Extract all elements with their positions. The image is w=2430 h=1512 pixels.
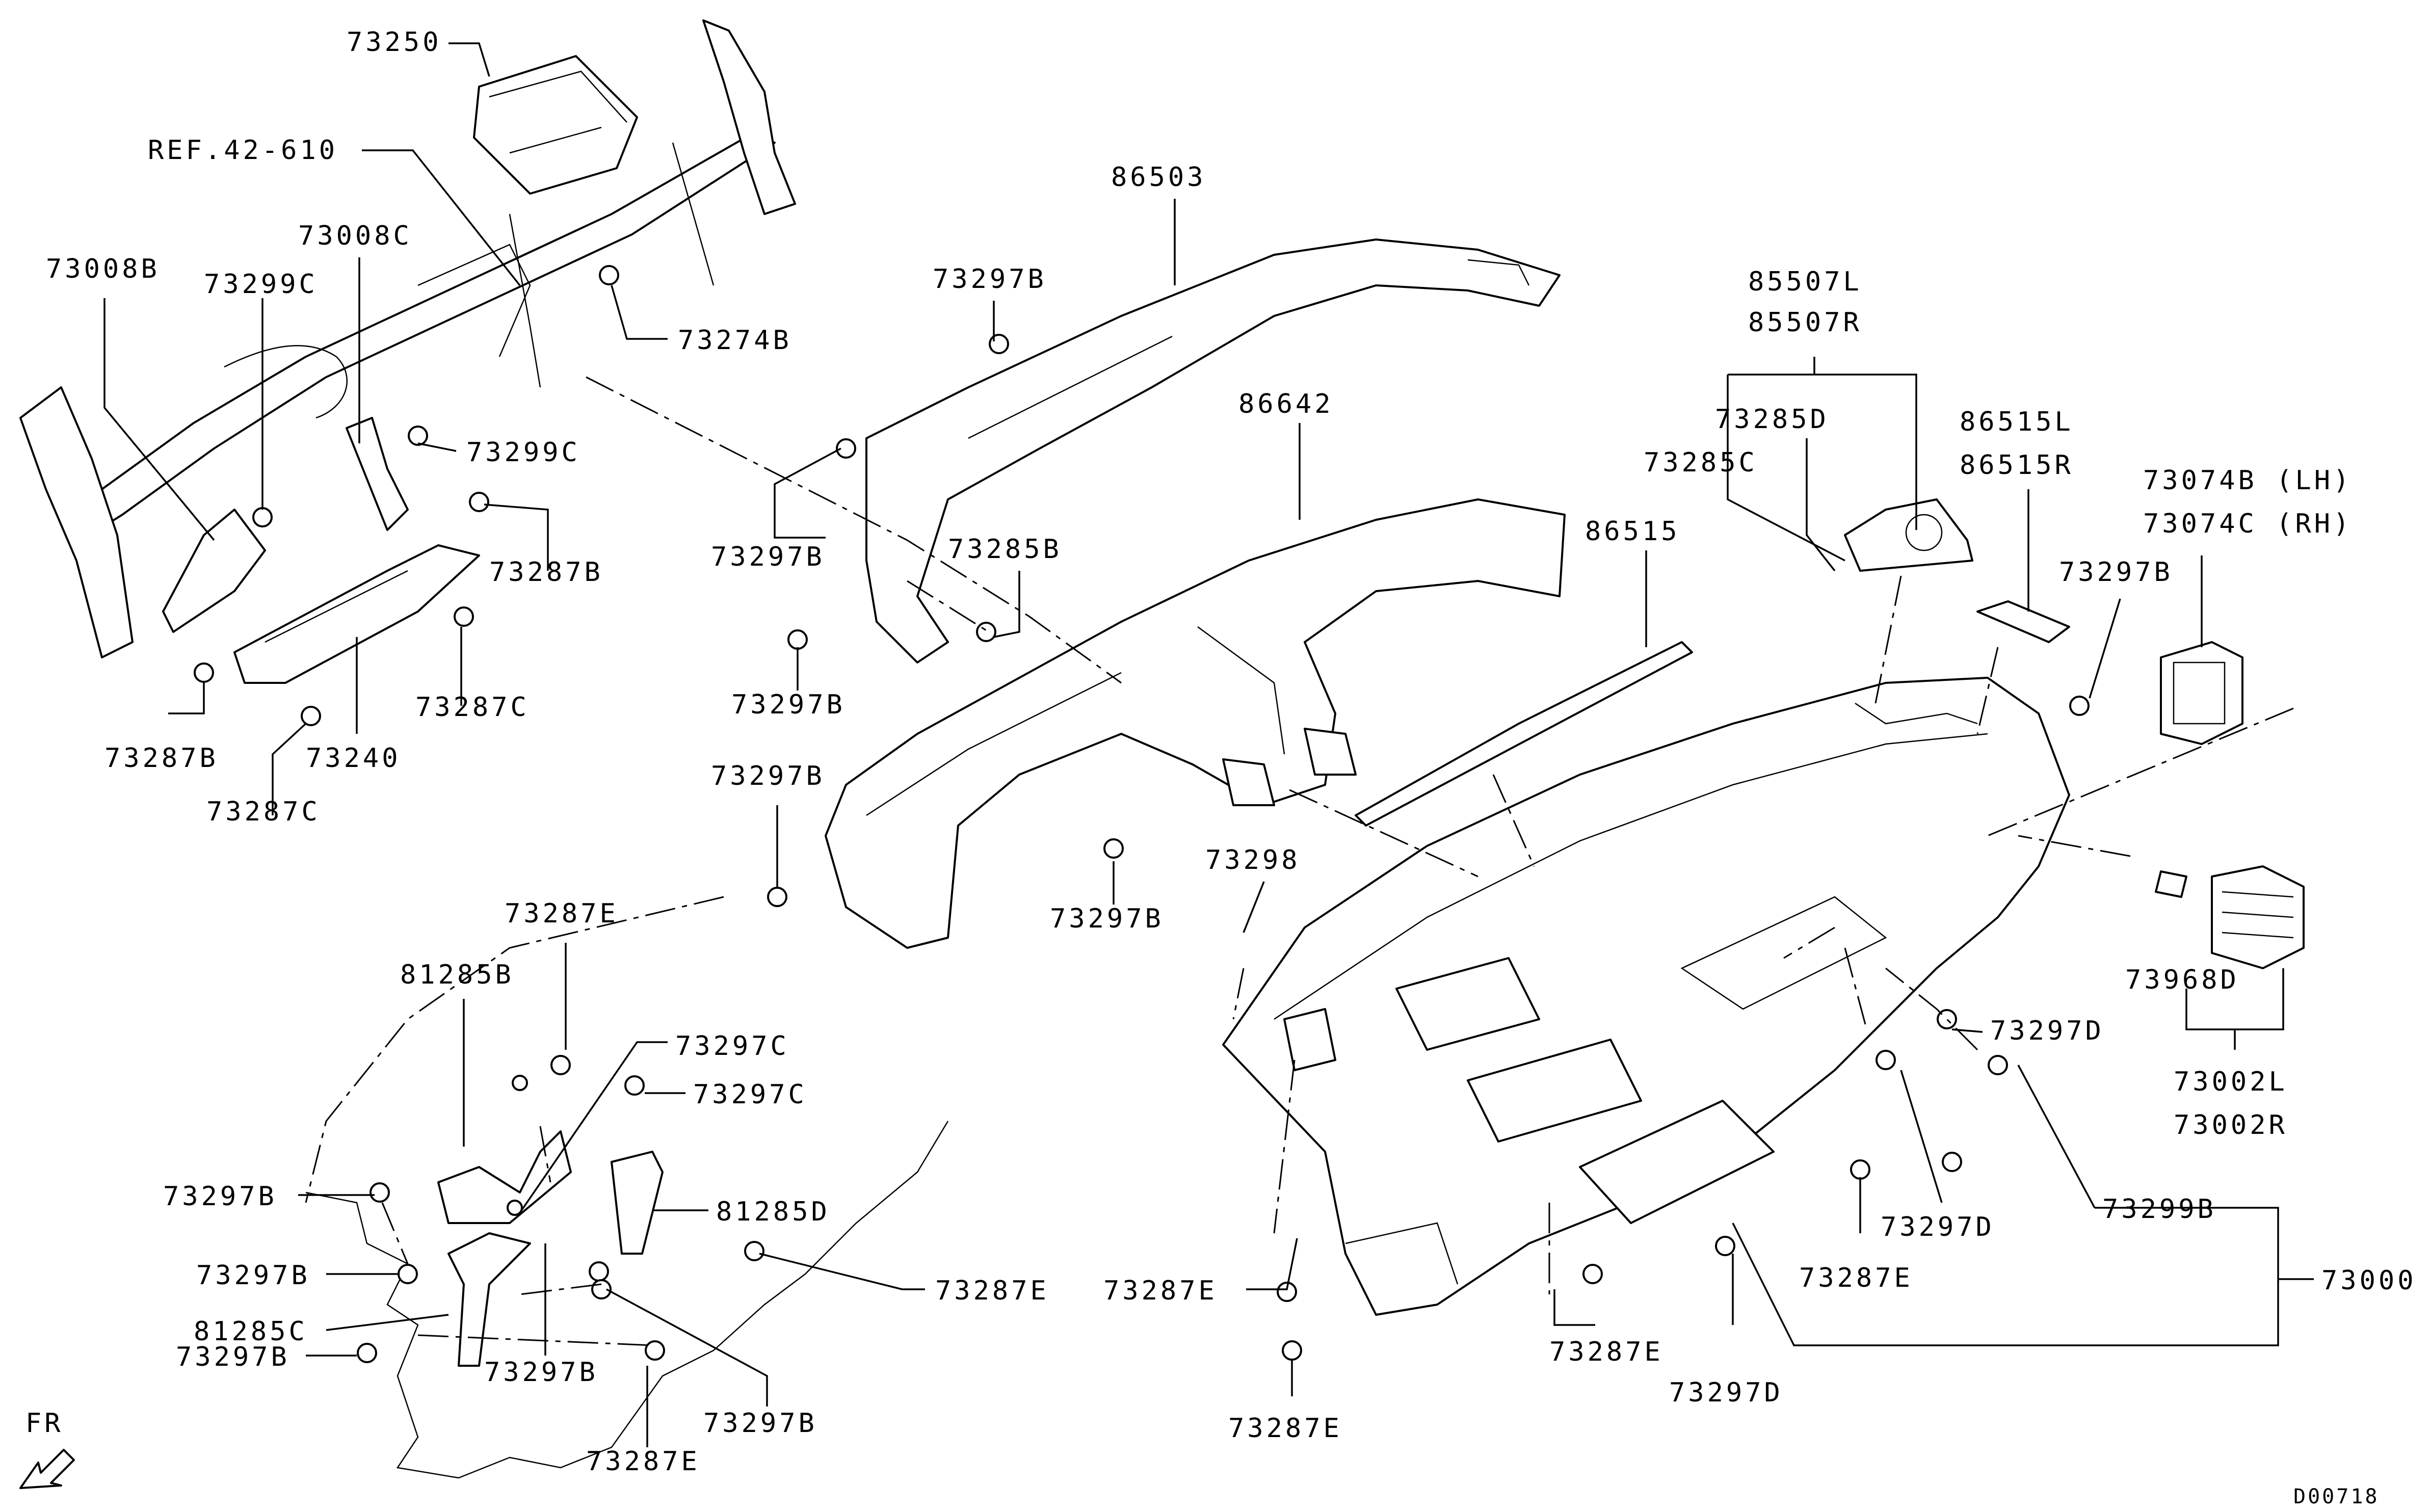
label-73287c-a: 73287C xyxy=(415,692,530,723)
label-73297b-11: 73297B xyxy=(703,1408,817,1439)
label-73287e-f-top: 73287E xyxy=(505,898,619,929)
fr-label: FR xyxy=(25,1408,64,1439)
label-73285c: 73285C xyxy=(1644,447,1758,478)
label-73240: 73240 xyxy=(306,743,401,774)
label-73008c: 73008C xyxy=(298,221,412,251)
label-73074b: 73074B (LH) xyxy=(2143,465,2352,496)
label-73008b: 73008B xyxy=(46,254,160,284)
label-73297b-2: 73297B xyxy=(711,542,825,572)
label-73287e-b: 73287E xyxy=(1799,1263,1913,1293)
side-defroster-vent xyxy=(1976,600,2070,643)
label-86515: 86515 xyxy=(1585,516,1680,547)
label-73299b: 73299B xyxy=(2102,1194,2216,1225)
label-73287e-d: 73287E xyxy=(1228,1413,1342,1444)
label-73287b-a: 73287B xyxy=(489,557,603,588)
front-direction-indicator: FR xyxy=(19,1408,75,1489)
label-73297b-8: 73297B xyxy=(196,1260,310,1291)
label-86642: 86642 xyxy=(1238,389,1334,419)
label-86515r: 86515R xyxy=(1960,450,2074,481)
part-labels: 73250 REF.42-610 73008B 73299C 73008C 73… xyxy=(46,27,2417,1477)
label-73297b-4: 73297B xyxy=(711,761,825,791)
label-86503: 86503 xyxy=(1111,162,1206,193)
alignment-lines xyxy=(305,376,2294,1346)
front-arrow-icon xyxy=(19,1449,75,1489)
center-vent-duct xyxy=(825,498,1566,949)
label-73298: 73298 xyxy=(1205,845,1301,876)
label-73299c-a: 73299C xyxy=(204,269,318,300)
label-73285d: 73285D xyxy=(1715,404,1829,435)
speaker-cover xyxy=(1844,498,1973,572)
label-73297c-b: 73297C xyxy=(693,1079,807,1110)
label-73297d-b: 73297D xyxy=(1881,1212,1995,1242)
label-ref-42-610: REF.42-610 xyxy=(148,135,338,166)
label-85507r: 85507R xyxy=(1748,307,1862,338)
label-73287e-g: 73287E xyxy=(586,1446,700,1477)
label-73297c-a: 73297C xyxy=(675,1031,789,1062)
label-73287b-b: 73287B xyxy=(104,743,219,774)
label-73297d-c: 73297D xyxy=(1669,1377,1783,1408)
label-73287e-a: 73287E xyxy=(1103,1276,1218,1306)
label-73002l: 73002L xyxy=(2174,1067,2288,1097)
diagram-code: D00718 xyxy=(2293,1485,2380,1508)
label-73250: 73250 xyxy=(347,27,442,58)
label-81285b: 81285B xyxy=(400,960,514,990)
fasteners xyxy=(194,265,2090,1363)
label-86515l: 86515L xyxy=(1960,407,2074,437)
label-73297b-7: 73297B xyxy=(163,1181,277,1212)
label-73074c: 73074C (RH) xyxy=(2143,509,2352,539)
defroster-duct xyxy=(865,238,1561,664)
label-85507l: 85507L xyxy=(1748,267,1862,297)
label-81285c: 81285C xyxy=(194,1316,308,1347)
label-73299c-b: 73299C xyxy=(466,437,580,468)
label-73297d-a: 73297D xyxy=(1990,1016,2104,1046)
label-73297b-9: 73297B xyxy=(176,1342,290,1372)
side-air-outlet xyxy=(2155,865,2305,969)
passenger-airbag-module xyxy=(473,55,638,195)
side-vent-bezel xyxy=(2160,641,2243,745)
label-73968d: 73968D xyxy=(2125,965,2239,995)
label-81285d: 81285D xyxy=(716,1197,830,1227)
label-73274b: 73274B xyxy=(678,325,792,356)
leader-lines xyxy=(103,42,2314,1447)
label-73002r: 73002R xyxy=(2174,1110,2288,1140)
label-73297b-10: 73297B xyxy=(484,1357,598,1388)
instrument-panel xyxy=(1222,677,2070,1316)
label-73297b-5: 73297B xyxy=(1050,904,1164,934)
label-73000: 73000 xyxy=(2321,1265,2417,1296)
label-73287e-c: 73287E xyxy=(1549,1337,1663,1367)
label-73297b-6: 73297B xyxy=(2059,557,2173,588)
steering-support-frame xyxy=(19,19,796,658)
label-73287e-f: 73287E xyxy=(935,1276,1049,1306)
knee-bolster-brackets xyxy=(162,417,480,684)
label-73285b: 73285B xyxy=(948,534,1062,565)
defroster-garnish xyxy=(1355,641,1693,827)
label-73297b-3: 73297B xyxy=(731,689,846,720)
label-73297b-1: 73297B xyxy=(933,264,1047,295)
label-73287c-b: 73287C xyxy=(206,797,321,827)
